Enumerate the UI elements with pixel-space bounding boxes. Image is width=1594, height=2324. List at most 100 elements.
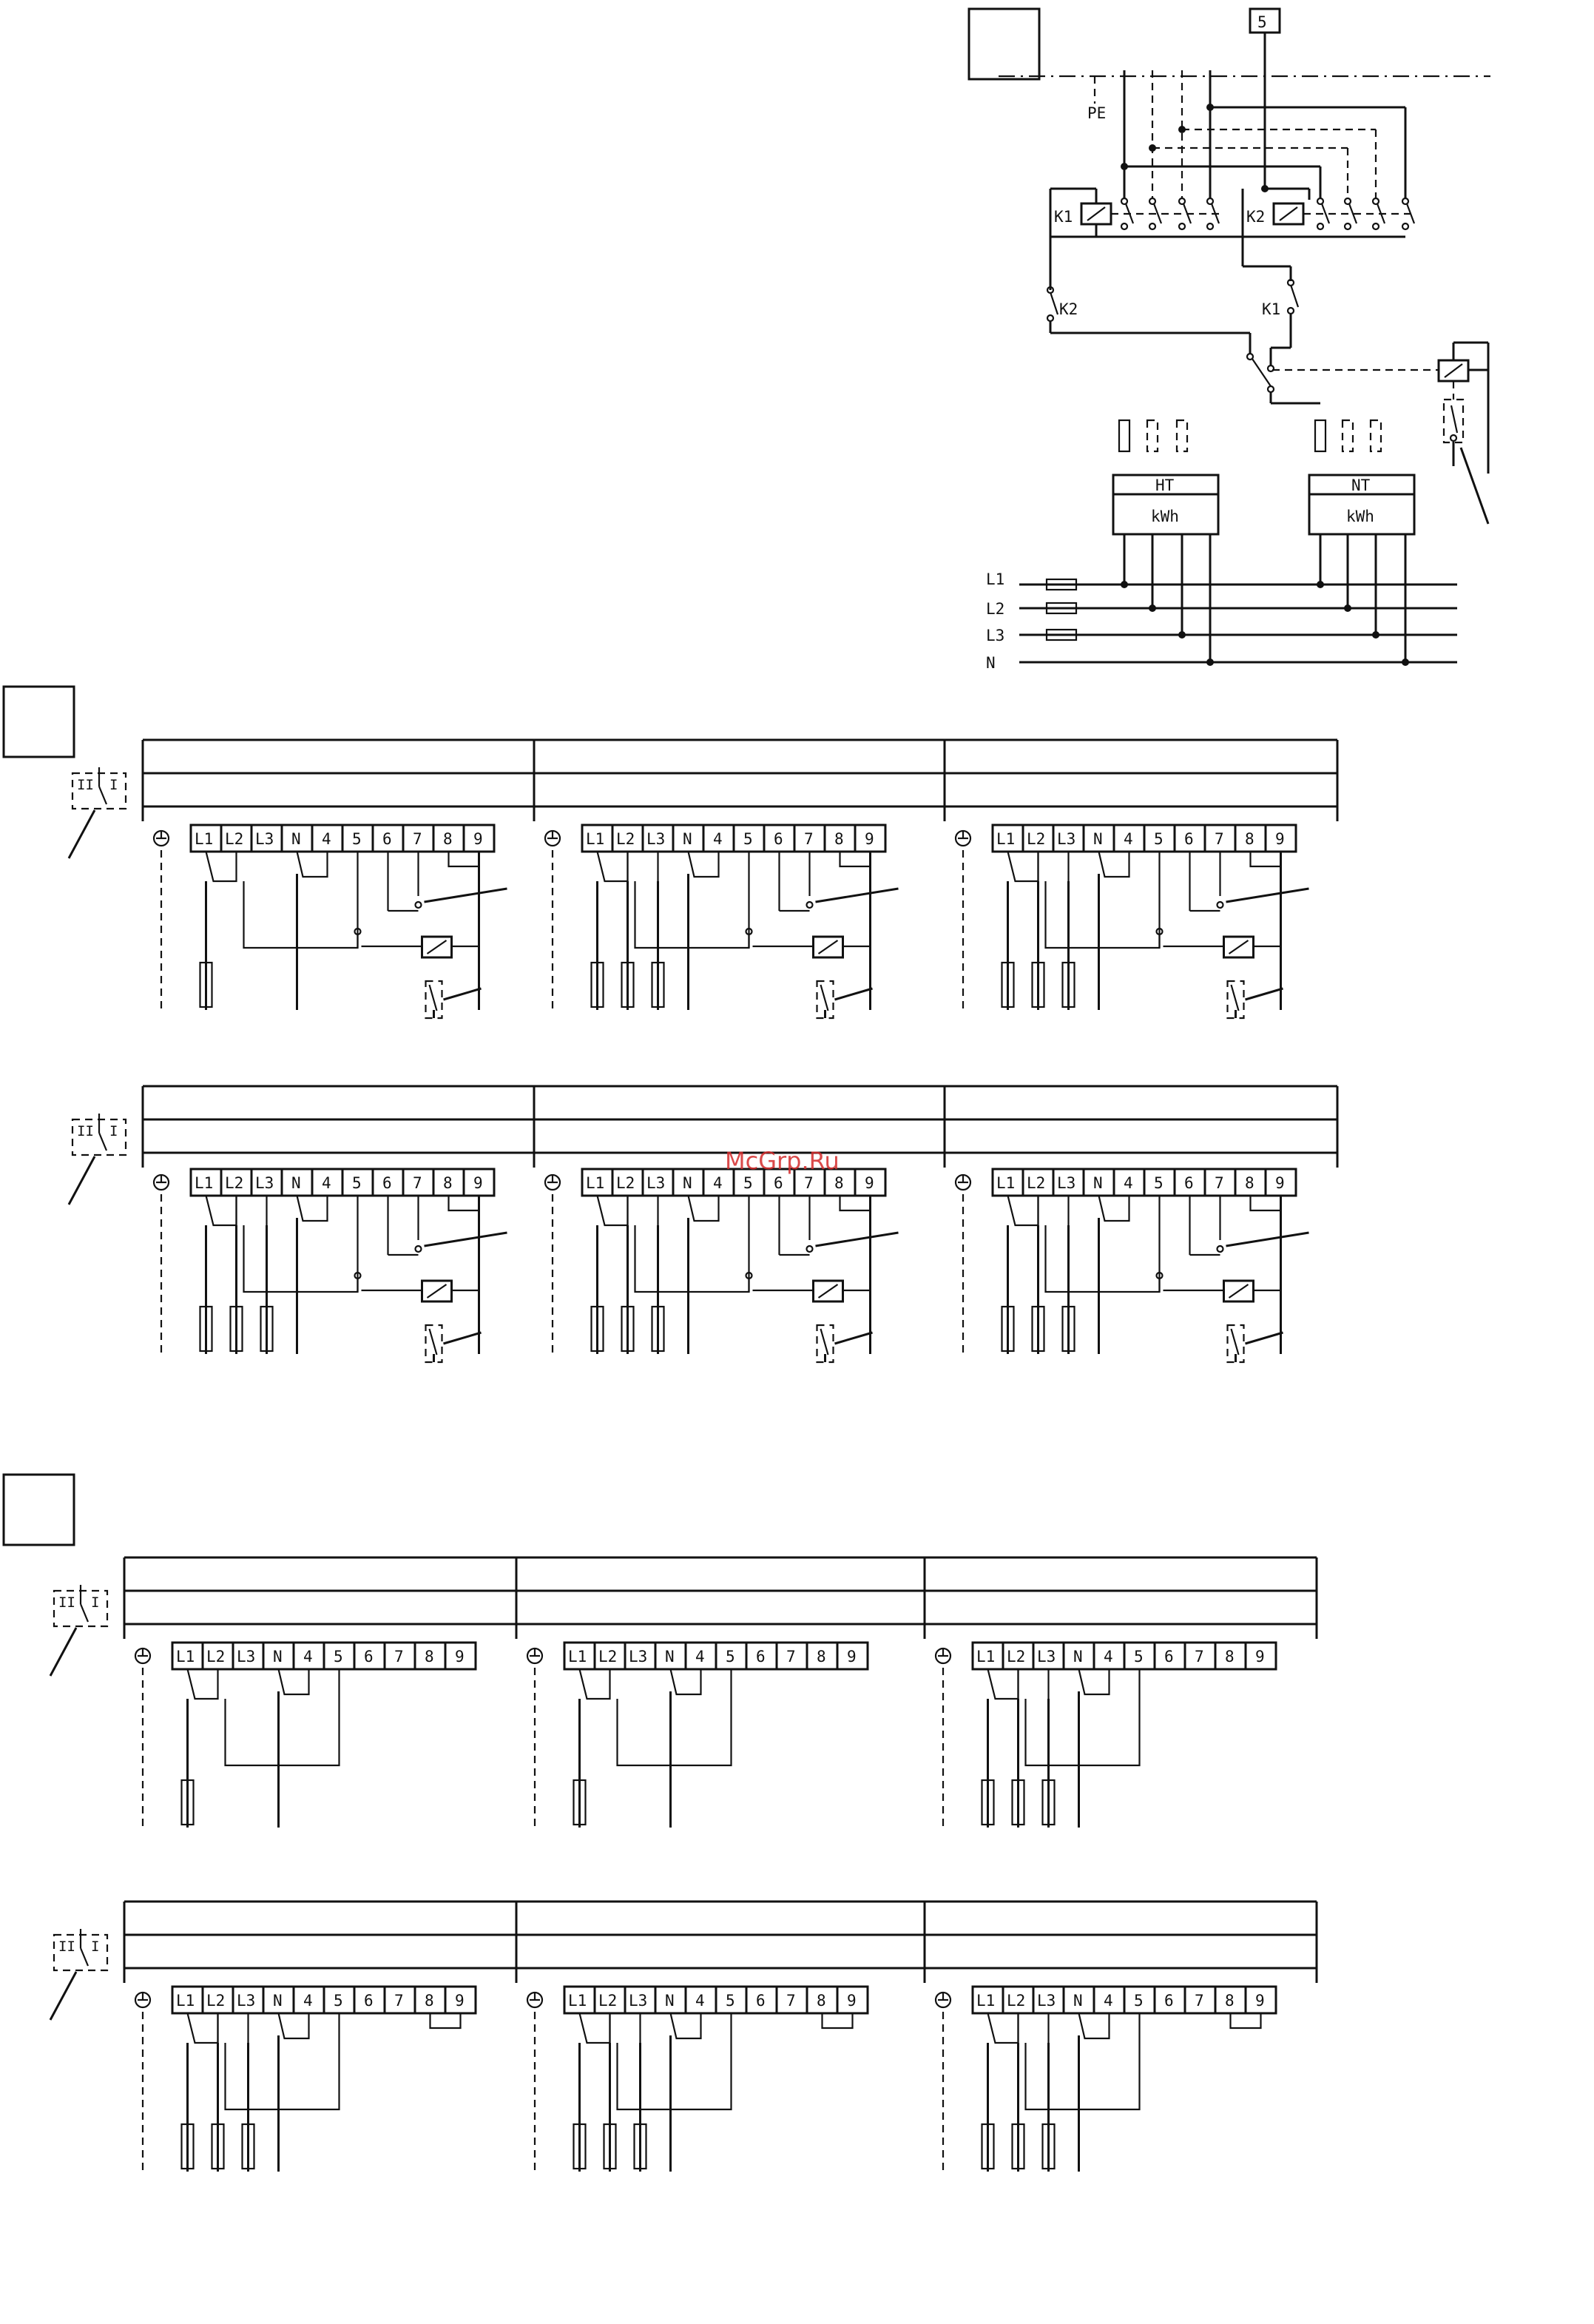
nt-meter-unit: kWh	[1346, 508, 1374, 525]
relay-k1-label: K1	[1054, 208, 1073, 226]
terminal-label: 5	[352, 830, 362, 848]
terminal-label: L2	[616, 1174, 635, 1192]
terminal-label: L3	[255, 1174, 274, 1192]
terminal-label: N	[1073, 1992, 1083, 2010]
terminal-label: 8	[443, 1174, 453, 1192]
terminal-label: 6	[756, 1992, 766, 2010]
terminal-label: L1	[568, 1648, 587, 1665]
fuse	[1031, 961, 1045, 1008]
fuse	[180, 1779, 195, 1826]
terminal-label: 7	[786, 1992, 796, 2010]
terminal-label: 7	[1215, 830, 1224, 848]
terminal-label: L3	[646, 1174, 665, 1192]
terminal-label: 9	[473, 1174, 483, 1192]
nt-meter-label: NT	[1351, 476, 1371, 494]
terminal-label: 5	[1134, 1992, 1144, 2010]
fuse	[1001, 1305, 1015, 1353]
fuse	[1001, 961, 1015, 1008]
contact-k1-label: K1	[1262, 300, 1280, 318]
pe-label: PE	[1087, 104, 1106, 122]
terminal-cell	[444, 1985, 477, 2015]
terminal-label: 8	[443, 830, 453, 848]
fuse	[651, 1305, 665, 1353]
terminal-label: 6	[1184, 1174, 1194, 1192]
terminal-label: 8	[817, 1648, 826, 1665]
terminal-label: L3	[237, 1992, 255, 2010]
selector-label-ii: II	[58, 1594, 75, 1611]
timer-contact	[1226, 1324, 1245, 1364]
terminal-cell	[1244, 1985, 1277, 2015]
fuse	[981, 1779, 995, 1826]
terminal-label: 9	[847, 1648, 857, 1665]
terminal-label: L3	[629, 1648, 647, 1665]
ht-meter	[1112, 474, 1220, 536]
terminal-cell	[201, 1985, 234, 2015]
terminal-label: L1	[996, 830, 1015, 848]
terminal-label: L2	[225, 1174, 243, 1192]
terminal-label: 7	[1195, 1992, 1204, 2010]
fuse	[1041, 1779, 1056, 1826]
terminal-label: L3	[629, 1992, 647, 2010]
terminal-label: 7	[413, 830, 422, 848]
terminal-label: 6	[774, 830, 783, 848]
terminal-cell	[624, 1985, 657, 2015]
fuse	[590, 1305, 604, 1353]
terminal-label: L2	[1007, 1648, 1025, 1665]
terminal-label: N	[1093, 830, 1103, 848]
timer-contact	[1226, 980, 1245, 1020]
terminal-label: 8	[834, 830, 844, 848]
terminal-label: 8	[817, 1992, 826, 2010]
terminal-cell	[793, 1168, 826, 1197]
terminal-label: L2	[616, 830, 635, 848]
terminal-label: 5	[743, 830, 753, 848]
terminal-cell	[444, 1641, 477, 1671]
terminal-cell	[1264, 1168, 1297, 1197]
fuse	[603, 2123, 617, 2170]
terminal-label: 9	[1275, 830, 1285, 848]
terminal-label: L1	[996, 1174, 1015, 1192]
terminal-label: 6	[1184, 830, 1194, 848]
terminal-label: N	[683, 1174, 692, 1192]
figure-label-box-top	[967, 7, 1041, 81]
fuse	[981, 2123, 995, 2170]
terminal-cell	[1002, 1985, 1035, 2015]
terminal-label: 5	[334, 1648, 343, 1665]
terminal-label: L2	[598, 1648, 617, 1665]
terminal-label: 6	[382, 1174, 392, 1192]
terminal-cell	[775, 1985, 808, 2015]
terminal-label: 8	[1225, 1648, 1235, 1665]
terminal-label: L1	[976, 1992, 995, 2010]
terminal-cell	[836, 1641, 869, 1671]
terminal-label: N	[291, 1174, 301, 1192]
fuse	[621, 1305, 635, 1353]
timer-contact	[816, 1324, 834, 1364]
terminal-label: N	[273, 1992, 283, 2010]
terminal-label: L2	[1027, 830, 1045, 848]
terminal-label: 7	[1195, 1648, 1204, 1665]
fuse	[1041, 2123, 1056, 2170]
terminal-label: N	[665, 1648, 675, 1665]
terminal-label: 9	[865, 830, 874, 848]
terminal-label: 4	[713, 1174, 723, 1192]
fuse	[651, 961, 665, 1008]
terminal-label: 6	[382, 830, 392, 848]
terminal-label: 6	[364, 1992, 374, 2010]
nt-meter	[1308, 474, 1416, 536]
terminal-label: 8	[425, 1992, 434, 2010]
relay-coil	[421, 1279, 453, 1303]
selector-label-i: I	[91, 1594, 99, 1611]
terminal-cell	[189, 823, 223, 853]
terminal-cell	[250, 823, 283, 853]
terminal-label: L1	[568, 1992, 587, 2010]
fuse	[211, 2123, 225, 2170]
terminal-cell	[341, 1168, 374, 1197]
terminal-label: 6	[1164, 1992, 1174, 2010]
